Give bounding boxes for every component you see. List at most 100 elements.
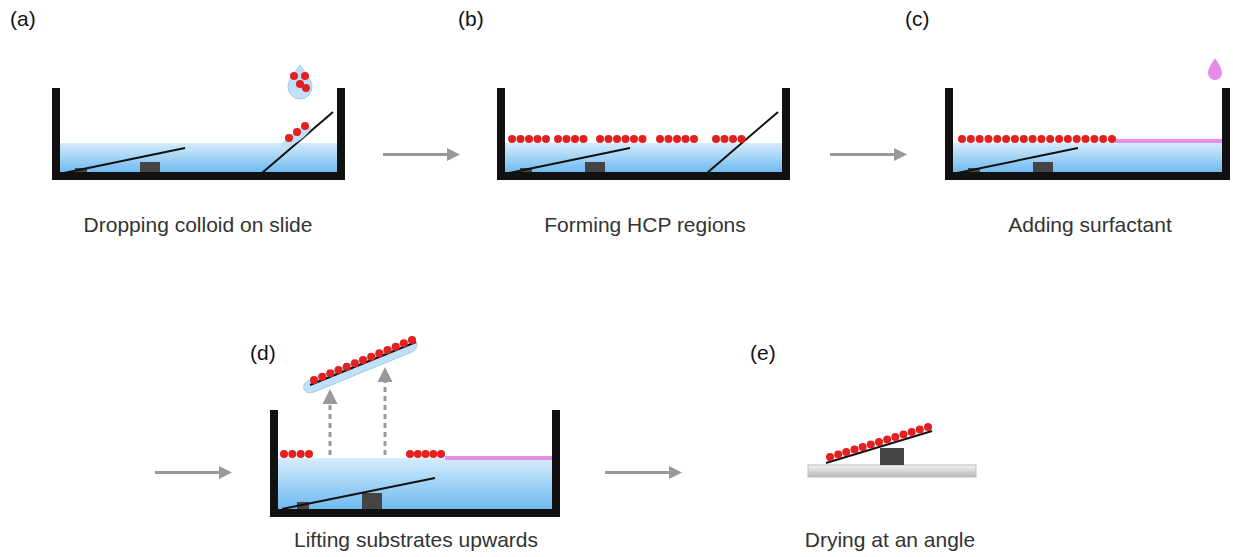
step-caption: Dropping colloid on slide — [84, 212, 313, 237]
particle — [414, 450, 422, 458]
panel-letter: (c) — [905, 6, 930, 31]
panel-letter: (a) — [10, 6, 36, 31]
particle — [318, 373, 326, 381]
particle — [406, 450, 414, 458]
particle — [908, 428, 916, 436]
particle — [605, 135, 613, 143]
particle — [738, 135, 746, 143]
particle — [859, 443, 867, 451]
particle — [916, 426, 924, 434]
particle — [976, 135, 984, 143]
particle — [1020, 135, 1028, 143]
particle — [542, 135, 550, 143]
particle — [842, 448, 850, 456]
tank-b — [501, 88, 786, 176]
particle — [580, 135, 588, 143]
particle — [359, 356, 367, 364]
particle — [310, 376, 318, 384]
particle — [1002, 135, 1010, 143]
particle — [1090, 135, 1098, 143]
particle — [924, 423, 932, 431]
particle — [875, 438, 883, 446]
step-arrows — [155, 148, 907, 479]
particle — [867, 441, 875, 449]
particle — [437, 450, 445, 458]
particle — [302, 84, 310, 92]
particle — [305, 450, 313, 458]
step-caption: Adding surfactant — [1008, 212, 1171, 237]
particle — [525, 135, 533, 143]
particle — [958, 135, 966, 143]
particle — [656, 135, 664, 143]
particle — [1064, 135, 1072, 143]
panel-letter: (e) — [750, 340, 776, 365]
particle — [375, 349, 383, 357]
particle — [517, 135, 525, 143]
particle — [301, 72, 309, 80]
particle — [985, 135, 993, 143]
colloid-particles — [280, 72, 1116, 461]
step-caption: Drying at an angle — [805, 527, 975, 552]
particle — [622, 135, 630, 143]
particle — [290, 72, 298, 80]
particle — [1037, 135, 1045, 143]
particle — [1046, 135, 1054, 143]
particle — [408, 336, 416, 344]
particle — [571, 135, 579, 143]
particle — [1099, 135, 1107, 143]
particle — [883, 436, 891, 444]
drying-stand — [808, 431, 976, 477]
particle — [351, 359, 359, 367]
particle — [335, 366, 343, 374]
particle — [301, 122, 309, 130]
particle — [690, 135, 698, 143]
particle — [297, 450, 305, 458]
particle — [280, 450, 288, 458]
particle — [400, 339, 408, 347]
particle — [712, 135, 720, 143]
particle — [665, 135, 673, 143]
particle — [721, 135, 729, 143]
particle — [1082, 135, 1090, 143]
particle — [834, 451, 842, 459]
particle — [534, 135, 542, 143]
particle — [1055, 135, 1063, 143]
particle — [729, 135, 737, 143]
particle — [673, 135, 681, 143]
particle — [1073, 135, 1081, 143]
particle — [967, 135, 975, 143]
particle — [1011, 135, 1019, 143]
particle — [630, 135, 638, 143]
particle — [891, 433, 899, 441]
particle — [384, 346, 392, 354]
particle — [639, 135, 647, 143]
particle — [851, 446, 859, 454]
panel-letter: (b) — [458, 6, 484, 31]
particle — [293, 128, 301, 136]
particle — [508, 135, 516, 143]
particle — [554, 135, 562, 143]
particle — [285, 134, 293, 142]
particle — [900, 431, 908, 439]
step-caption: Forming HCP regions — [544, 212, 746, 237]
step-caption: Lifting substrates upwards — [294, 527, 538, 552]
particle — [367, 353, 375, 361]
particle — [422, 450, 430, 458]
particle — [1029, 135, 1037, 143]
particle — [826, 453, 834, 461]
panel-letter: (d) — [250, 340, 276, 365]
particle — [596, 135, 604, 143]
particle — [392, 343, 400, 351]
tank-c — [949, 58, 1226, 176]
particle — [1108, 135, 1116, 143]
particle — [326, 369, 334, 377]
tank-d — [274, 340, 556, 513]
particle — [993, 135, 1001, 143]
particle — [288, 450, 296, 458]
particle — [613, 135, 621, 143]
particle — [563, 135, 571, 143]
tank-a — [56, 65, 341, 176]
particle — [343, 363, 351, 371]
